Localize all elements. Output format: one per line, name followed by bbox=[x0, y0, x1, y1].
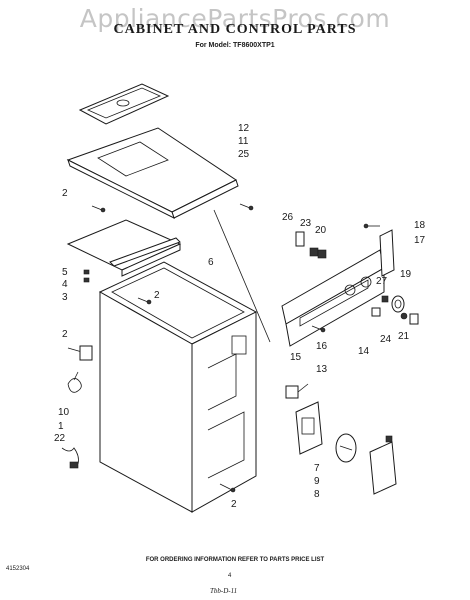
callout-22: 22 bbox=[54, 433, 66, 444]
callout-14: 14 bbox=[358, 346, 370, 357]
cord-clip-10-part bbox=[67, 371, 82, 393]
callout-12: 12 bbox=[238, 123, 250, 134]
dial-9-part bbox=[335, 433, 357, 463]
callout-3: 3 bbox=[62, 292, 68, 303]
screw-2-bottom-part bbox=[219, 483, 236, 493]
screw-25-part bbox=[239, 203, 254, 211]
callout-7: 7 bbox=[314, 463, 320, 474]
screw-15-part bbox=[311, 325, 326, 333]
switch-26-23-20-part bbox=[295, 231, 327, 259]
watermark: AppliancePartsPros.com bbox=[79, 4, 391, 33]
callout-24: 24 bbox=[380, 334, 392, 345]
handwritten-code: Tbb-D-11 bbox=[210, 587, 238, 595]
bracket-17-part bbox=[363, 223, 395, 277]
bracket-part bbox=[66, 219, 182, 277]
callout-26: 26 bbox=[282, 212, 294, 223]
callout-2-bottom: 2 bbox=[231, 499, 237, 510]
page-number: 4 bbox=[228, 573, 232, 579]
diagram-title: CABINET AND CONTROL PARTS bbox=[113, 22, 357, 37]
knob-19-part bbox=[391, 295, 405, 313]
document-number: 4152304 bbox=[6, 566, 30, 572]
callout-27: 27 bbox=[376, 276, 388, 287]
callout-8: 8 bbox=[314, 489, 320, 500]
callout-5: 5 bbox=[62, 267, 68, 278]
screw-2-upper-part bbox=[91, 205, 106, 213]
callout-17: 17 bbox=[414, 235, 426, 246]
callout-18: 18 bbox=[414, 220, 426, 231]
callout-16: 16 bbox=[316, 341, 328, 352]
cabinet-part bbox=[98, 261, 258, 513]
top-cover-part bbox=[66, 127, 239, 219]
ordering-note: FOR ORDERING INFORMATION REFER TO PARTS … bbox=[145, 557, 325, 563]
part-14 bbox=[371, 307, 381, 317]
clip-5-4-part bbox=[83, 269, 90, 283]
callout-6: 6 bbox=[208, 257, 214, 268]
callout-23: 23 bbox=[300, 218, 312, 229]
timer-housing-7-part bbox=[295, 401, 323, 455]
leader-line bbox=[213, 209, 271, 343]
switch-13-part bbox=[285, 383, 309, 399]
callout-2-upper: 2 bbox=[62, 188, 68, 199]
part-27 bbox=[381, 295, 389, 303]
nut-24-21-part bbox=[400, 312, 419, 325]
callout-25: 25 bbox=[238, 149, 250, 160]
screw-2-left-part bbox=[67, 345, 93, 361]
callout-20: 20 bbox=[315, 225, 327, 236]
cover-8-part bbox=[369, 435, 397, 495]
access-panel-part bbox=[78, 83, 170, 125]
callout-2-left: 2 bbox=[62, 329, 68, 340]
callout-1: 1 bbox=[58, 421, 64, 432]
callout-10: 10 bbox=[58, 407, 70, 418]
callout-13: 13 bbox=[316, 364, 328, 375]
screw-2-inner-part bbox=[137, 297, 152, 305]
callout-9: 9 bbox=[314, 476, 320, 487]
callout-15: 15 bbox=[290, 352, 302, 363]
callout-11: 11 bbox=[238, 136, 249, 147]
callout-4: 4 bbox=[62, 279, 68, 290]
model-number: For Model: TF8600XTP1 bbox=[195, 42, 275, 49]
callout-2-inner: 2 bbox=[154, 290, 160, 301]
callout-21: 21 bbox=[398, 331, 410, 342]
power-cord-22-part bbox=[61, 447, 79, 469]
callout-19: 19 bbox=[400, 269, 412, 280]
control-console-part bbox=[281, 249, 385, 347]
